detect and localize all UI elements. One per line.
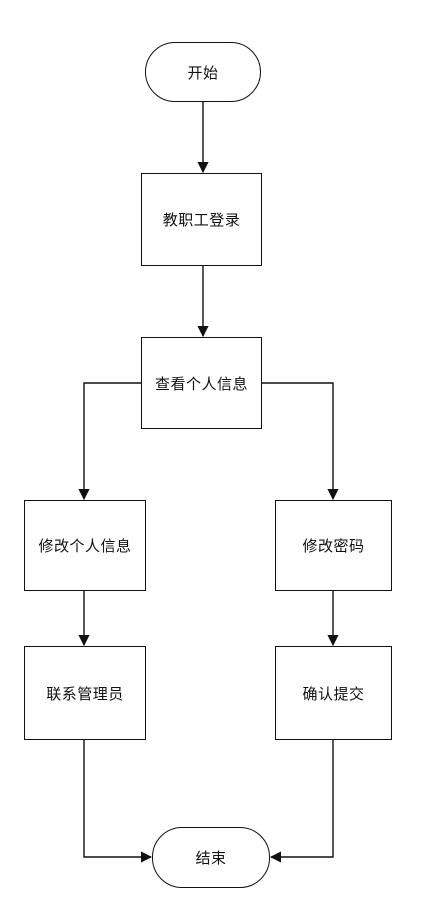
confirm-submit-label: 确认提交 xyxy=(302,684,365,703)
contact-admin-node: 联系管理员 xyxy=(24,646,146,740)
arrow-submit-to-end xyxy=(269,740,334,863)
view-info-label: 查看个人信息 xyxy=(154,374,248,393)
login-label: 教职工登录 xyxy=(162,211,241,229)
confirm-submit-node: 确认提交 xyxy=(275,646,392,740)
end-label: 结束 xyxy=(195,849,227,867)
arrow-view-to-edit xyxy=(78,382,141,501)
change-password-label: 修改密码 xyxy=(302,537,365,555)
start-label: 开始 xyxy=(187,63,219,82)
start-node: 开始 xyxy=(145,42,261,102)
arrow-view-to-password xyxy=(262,382,339,501)
contact-admin-label: 联系管理员 xyxy=(46,684,124,703)
edit-info-label: 修改个人信息 xyxy=(38,537,132,555)
edit-info-node: 修改个人信息 xyxy=(24,500,146,591)
login-node: 教职工登录 xyxy=(141,173,262,266)
arrow-admin-to-end xyxy=(83,740,153,863)
change-password-node: 修改密码 xyxy=(275,500,392,591)
view-info-node: 查看个人信息 xyxy=(141,337,262,429)
end-node: 结束 xyxy=(152,827,270,888)
